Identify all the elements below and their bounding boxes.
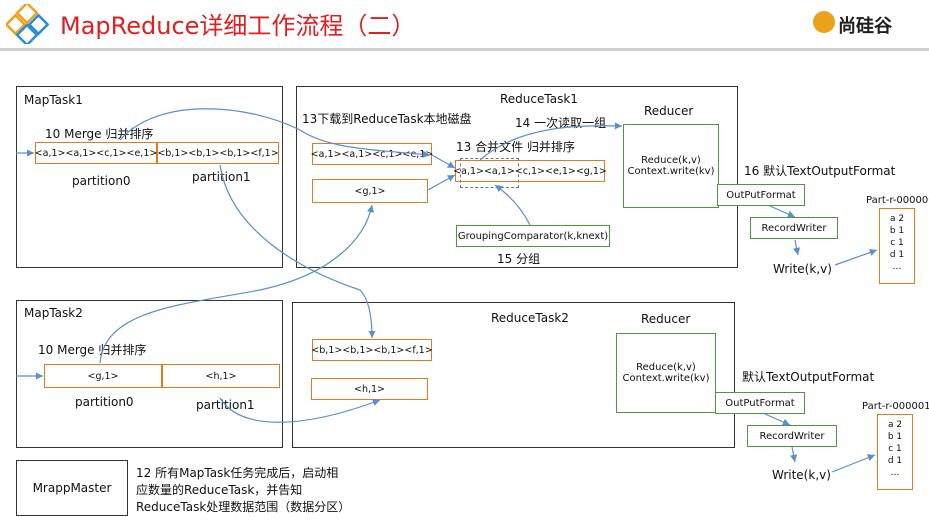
brand-name: 尚硅谷 [838, 16, 892, 37]
maptask1-merge-label: 10 Merge 归并排序 [45, 127, 154, 141]
output-file2-line: … [890, 468, 900, 478]
reducetask1-output-format-label: 16 默认TextOutputFormat [744, 164, 896, 178]
arrow-writer2-to-write [790, 446, 798, 463]
arrow-grouping-to-merged [494, 184, 531, 226]
output-file2-line: a 2 [887, 420, 903, 430]
maptask1-partition0-label: partition0 [72, 174, 131, 188]
brand-logo-icon [813, 11, 835, 33]
output-file2-name: Part-r-000001 [862, 401, 929, 412]
reducetask1-group-highlight [460, 158, 519, 188]
output-file1-box: a 2 b 1 c 1 d 1 … [879, 208, 915, 284]
reducer2-box: Reduce(k,v) Context.write(kv) [616, 333, 716, 413]
arrow-write2-to-file [831, 454, 876, 473]
mrappmaster-label: MrappMaster [32, 481, 112, 495]
maptask2-partition0-data: <g,1> [44, 364, 162, 388]
output-format2-box: OutPutFormat [715, 392, 805, 414]
reducetask2-segment1: <b,1><b,1><b,1><f,1> [311, 339, 433, 361]
arrow-seg1-to-merged [431, 154, 456, 169]
maptask1-partition0-data: <a,1><a,1><c,1><e,1> [35, 142, 157, 164]
arrow-outformat2-to-writer [764, 413, 791, 426]
output-file2-line: b 1 [887, 432, 903, 442]
reducetask1-merged-data: <a,1><a,1><c,1><e,1><g,1> [453, 160, 607, 182]
maptask2-partition0-label: partition0 [75, 395, 134, 409]
reducetask2-segment2: <h,1> [311, 378, 428, 400]
maptask1-panel [16, 86, 283, 268]
arrow-outformat1-to-writer [769, 205, 796, 218]
output-file1-line: d 1 [889, 250, 905, 260]
reducetask1-download-label: 13下载到ReduceTask本地磁盘 [302, 112, 472, 126]
output-file1-line: … [892, 262, 902, 272]
master-note-line1: 12 所有MapTask任务完成后，启动相 [136, 466, 339, 480]
maptask2-partition1-data: <h,1> [162, 364, 280, 388]
output-file2-line: d 1 [887, 456, 903, 466]
arrow-seg2-to-merged [427, 174, 456, 191]
reducetask1-title: ReduceTask1 [500, 92, 578, 106]
reducetask1-group-label: 15 分组 [497, 252, 541, 266]
arrow-merged-to-reducer [479, 122, 623, 161]
arrow-m2p1-to-r2 [219, 397, 381, 423]
arrow-write1-to-file [834, 249, 878, 266]
reducetask1-merge-label: 13 合并文件 归并排序 [456, 140, 575, 154]
arrow-m2p0-to-r1 [99, 204, 375, 364]
write2-label: Write(k,v) [772, 468, 831, 482]
output-format1-box: OutPutFormat [717, 184, 805, 206]
grouping-comparator-box: GroupingComparator(k,knext) [456, 225, 610, 247]
master-note-line3: ReduceTask处理数据范围（数据分区） [136, 500, 351, 514]
output-file2-box: a 2 b 1 c 1 d 1 … [877, 414, 913, 490]
reducer1-box: Reduce(k,v) Context.write(kv) [623, 124, 719, 208]
maptask1-partition1-data: <b,1><b,1><b,1><f,1> [157, 142, 279, 164]
reducer1-body-line2: Context.write(kv) [627, 166, 715, 177]
arrow-m1p0-to-r1 [119, 108, 431, 158]
output-file1-line: a 2 [889, 214, 905, 224]
header-divider [0, 48, 929, 51]
record-writer2-box: RecordWriter [747, 425, 837, 447]
arrow-writer1-to-write [793, 239, 801, 256]
write1-label: Write(k,v) [773, 262, 832, 276]
reducer2-body-line1: Reduce(k,v) [636, 362, 696, 373]
arrow-m1p1-to-r2 [219, 164, 376, 339]
maptask1-title: MapTask1 [24, 93, 83, 107]
output-file2-line: c 1 [888, 444, 902, 454]
maptask2-merge-label: 10 Merge 归并排序 [38, 343, 147, 357]
record-writer1-box: RecordWriter [750, 217, 838, 239]
reducer1-body-line1: Reduce(k,v) [641, 155, 701, 166]
reducetask1-segment1: <a,1><a,1><c,1><e,1> [311, 143, 433, 165]
output-file1-line: c 1 [890, 238, 904, 248]
reducer1-title: Reducer [644, 104, 694, 118]
maptask2-title: MapTask2 [24, 306, 83, 320]
reducetask2-title: ReduceTask2 [491, 311, 569, 325]
output-file1-line: b 1 [889, 226, 905, 236]
maptask1-partition1-label: partition1 [192, 170, 251, 184]
reducetask1-segment2: <g,1> [312, 179, 428, 203]
reducer2-title: Reducer [641, 312, 691, 326]
page-title: MapReduce详细工作流程（二） [60, 12, 416, 40]
master-note-line2: 应数量的ReduceTask，并告知 [136, 483, 303, 497]
logo-icon [4, 1, 52, 47]
reducer2-body-line2: Context.write(kv) [622, 373, 710, 384]
mrappmaster-box: MrappMaster [16, 460, 128, 516]
reducetask2-output-format-label: 默认TextOutputFormat [742, 370, 875, 384]
output-file1-name: Part-r-000000 [866, 195, 929, 206]
